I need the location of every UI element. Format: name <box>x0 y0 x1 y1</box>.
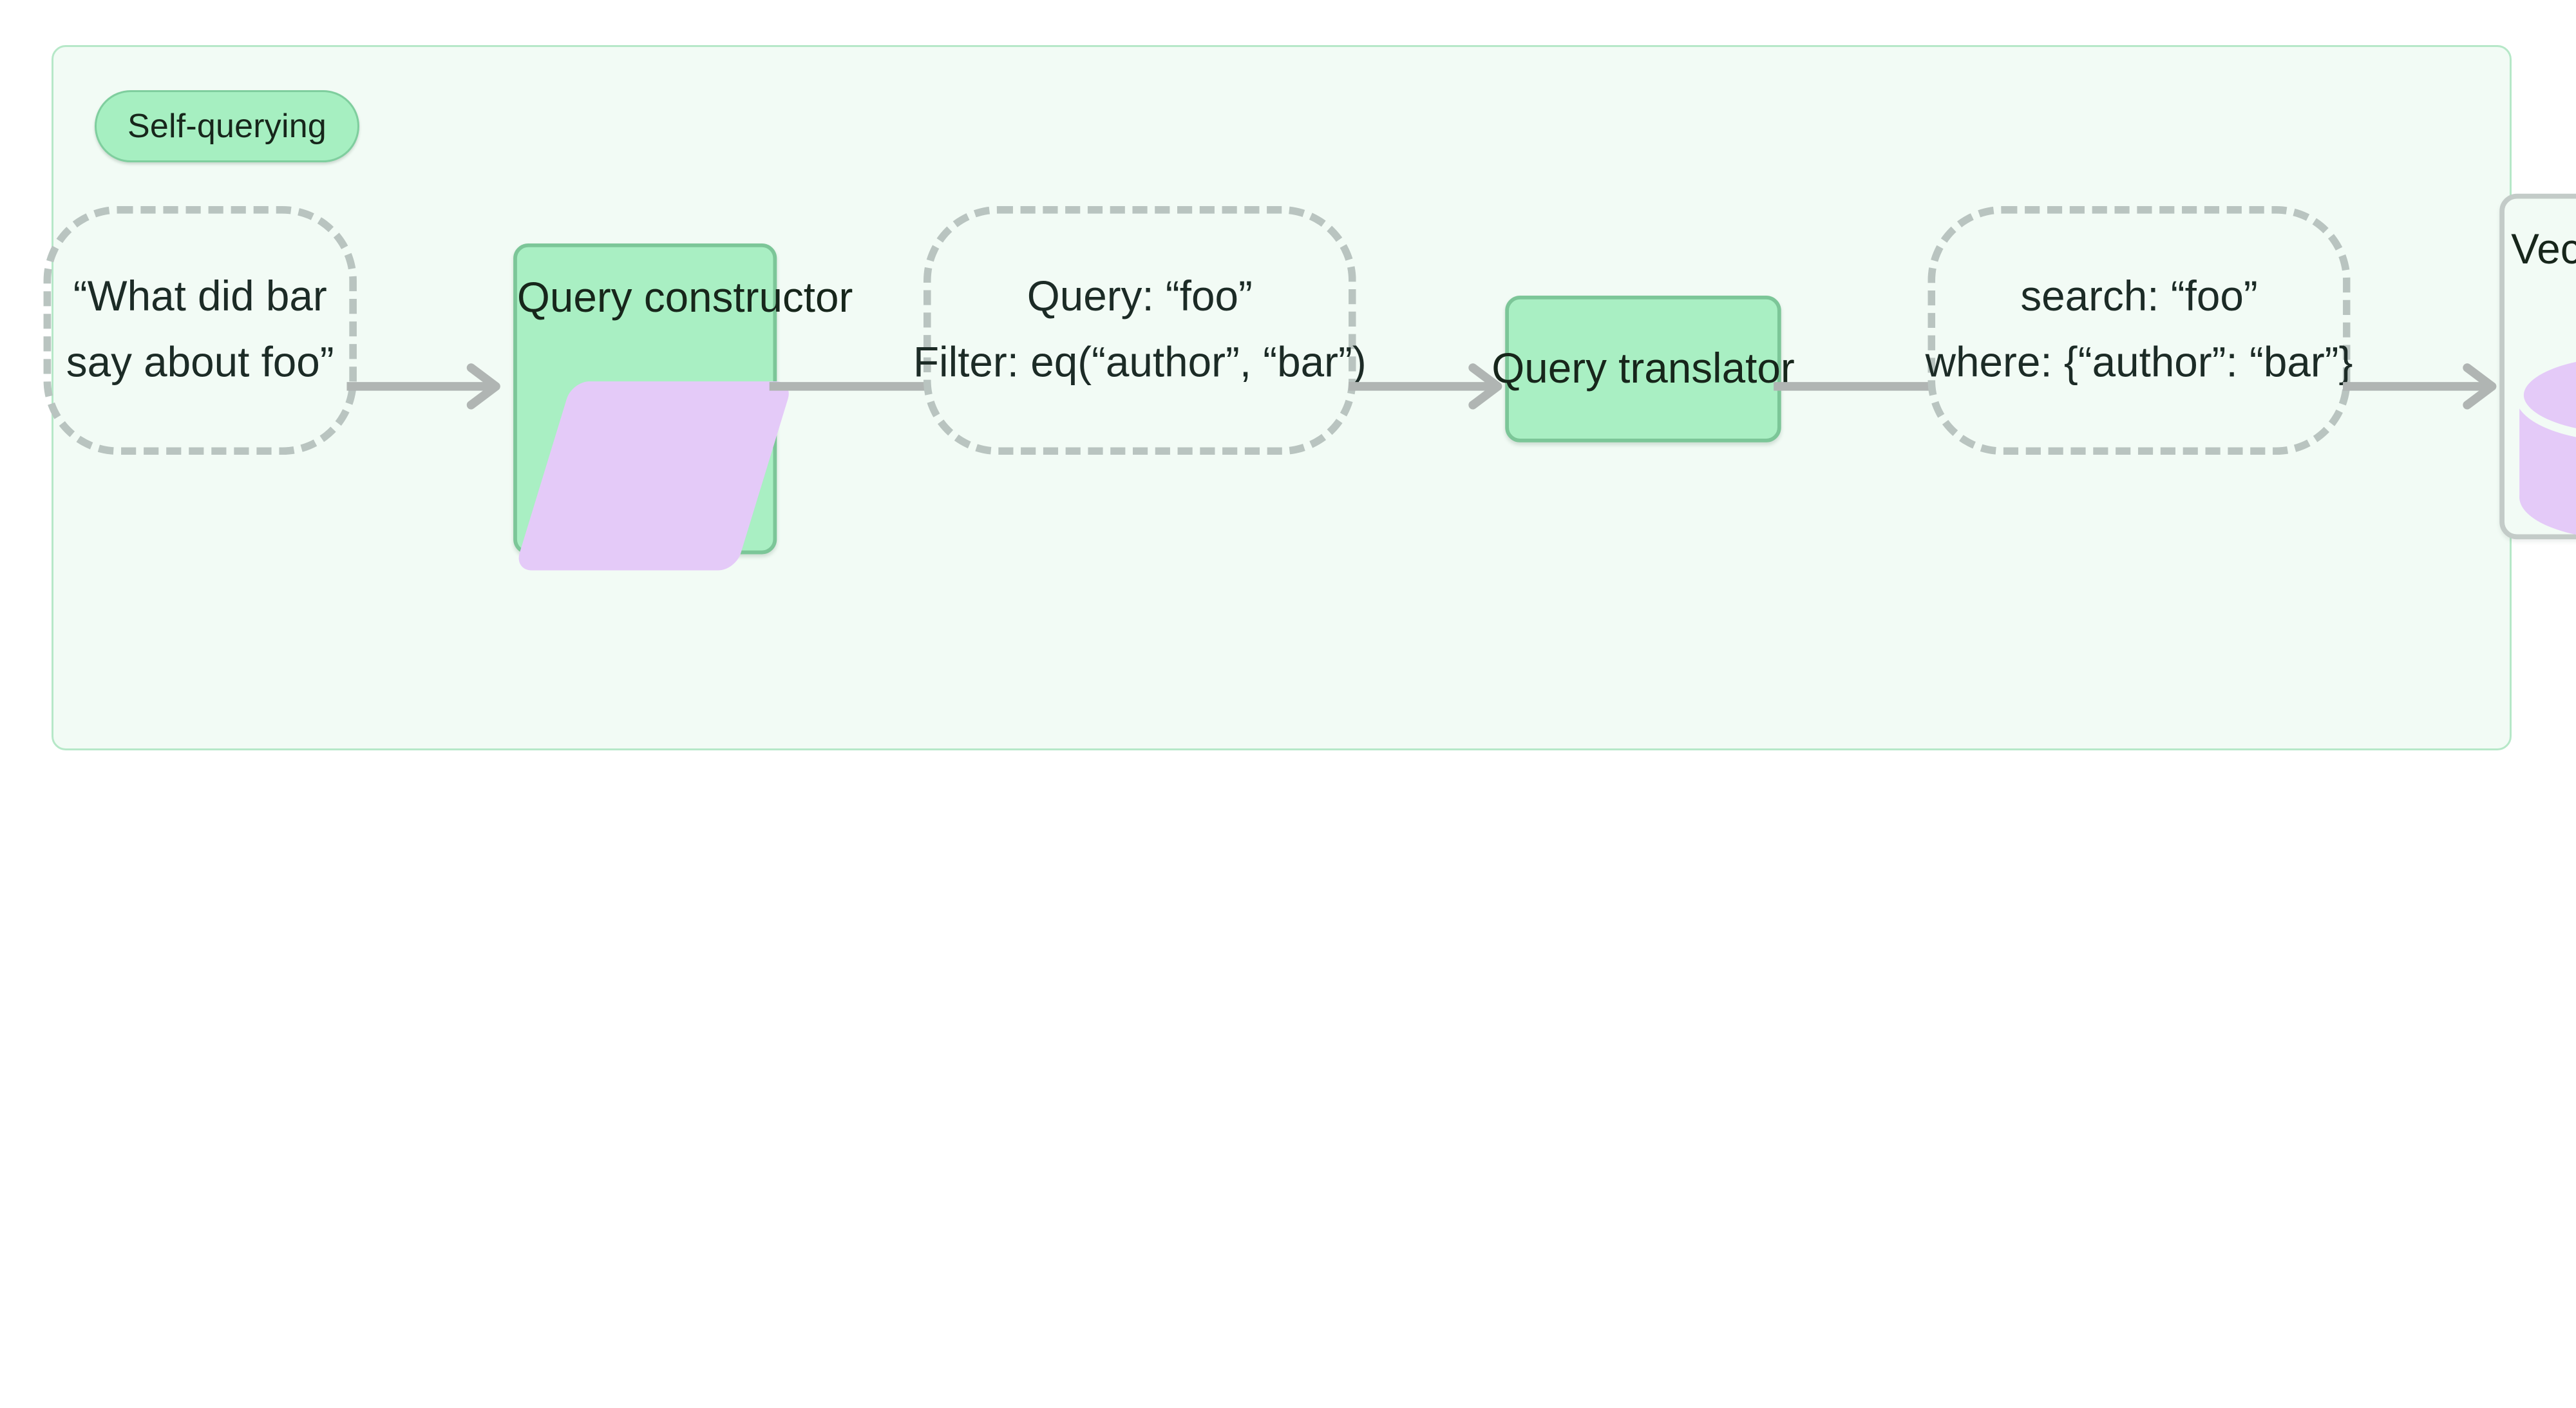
node-native-query[interactable]: search: “foo” where: {“author”: “bar”} <box>1925 206 2353 455</box>
node-query-constructor-title: Query constructor <box>516 274 853 322</box>
database-cylinder-icon <box>2512 348 2576 542</box>
node-vector-store[interactable]: Vector store <box>2499 193 2576 542</box>
subgraph-self-querying: Self-querying “What did bar say about fo… <box>43 45 2576 750</box>
node-structured-query-line-2: Filter: eq(“author”, “bar”) <box>913 339 1367 386</box>
node-query-translator[interactable]: Query translator <box>1492 296 1795 442</box>
diagram-root: Self-querying “What did bar say about fo… <box>43 45 2576 750</box>
node-structured-query-line-1: Query: “foo” <box>1027 273 1253 321</box>
node-user-question[interactable]: “What did bar say about foo” <box>43 206 357 455</box>
node-user-question-line-1: “What did bar <box>73 273 327 321</box>
node-query-constructor[interactable]: Query constructor <box>513 243 853 571</box>
node-user-question-line-2: say about foo” <box>66 339 334 386</box>
parallelogram-llm-icon <box>514 381 793 571</box>
edge-user-question-to-query-constructor <box>346 361 511 411</box>
node-vector-store-title: Vector store <box>2511 225 2576 274</box>
subgraph-title-label: Self-querying <box>128 108 327 145</box>
node-structured-query[interactable]: Query: “foo” Filter: eq(“author”, “bar”) <box>913 206 1367 455</box>
edge-native-query-to-vector-store <box>2343 361 2507 411</box>
node-native-query-line-2: where: {“author”: “bar”} <box>1925 339 2353 386</box>
edge-query-translator-to-native-query <box>1774 361 1935 411</box>
subgraph-title-pill: Self-querying <box>95 90 359 162</box>
node-query-translator-title: Query translator <box>1492 345 1795 392</box>
edge-structured-query-to-query-translator <box>1349 361 1513 411</box>
node-native-query-line-1: search: “foo” <box>2020 273 2258 321</box>
flow-row: “What did bar say about foo” Query const… <box>43 47 2576 1408</box>
edge-query-constructor-to-structured-query <box>769 361 931 411</box>
